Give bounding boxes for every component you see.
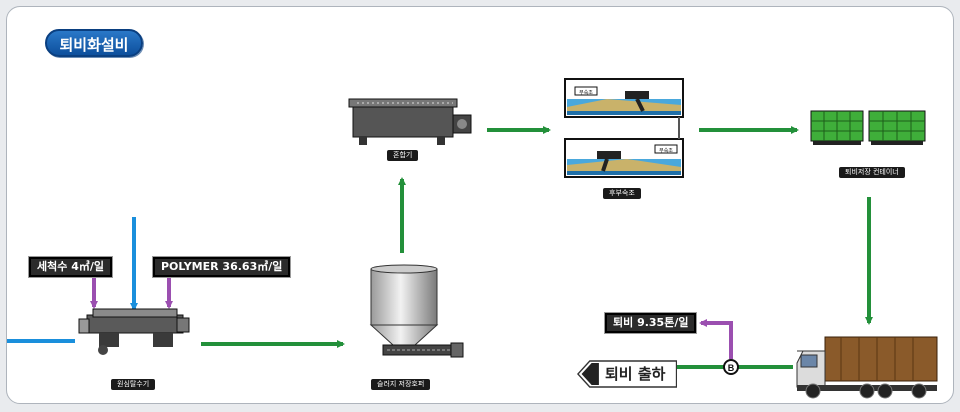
polymer-label: POLYMER 36.63㎥/일 — [151, 256, 292, 278]
diagram-panel: B — [6, 6, 954, 404]
centrifuge-caption: 원심탈수기 — [111, 379, 156, 390]
compost-container-caption: 퇴비저장 컨테이너 — [839, 167, 905, 178]
wash-water-label: 세척수 4㎥/일 — [28, 256, 113, 278]
section-title: 퇴비화설비 — [45, 29, 143, 57]
lower-tank-tag: 부숙조 — [659, 147, 673, 154]
fermentation-tank-lower-icon — [564, 138, 684, 178]
mixer-icon — [348, 98, 472, 145]
sludge-hopper-icon — [369, 264, 464, 358]
compost-amount-arrow — [699, 319, 733, 359]
truck-icon — [796, 336, 938, 399]
flow-canvas: B — [7, 78, 938, 399]
mixer-caption: 혼합기 — [387, 150, 419, 161]
compost-ship-label: 퇴비 출하 — [605, 365, 666, 383]
junction-node — [723, 359, 739, 375]
sludge-hopper-caption: 슬러지 저장호퍼 — [371, 379, 431, 390]
compost-ship-pill: 퇴비 출하 — [577, 360, 678, 388]
junction-node-label: B — [728, 363, 735, 373]
fermentation-tank-upper-icon — [564, 78, 684, 118]
compost-container-icon — [810, 110, 926, 145]
fermentation-tank-caption: 후부숙조 — [603, 188, 641, 199]
upper-tank-tag: 부숙조 — [579, 89, 593, 96]
ship-arrow-icon — [577, 360, 678, 388]
centrifuge-icon — [78, 308, 190, 355]
compost-amount-label: 퇴비 9.35톤/일 — [603, 312, 698, 334]
